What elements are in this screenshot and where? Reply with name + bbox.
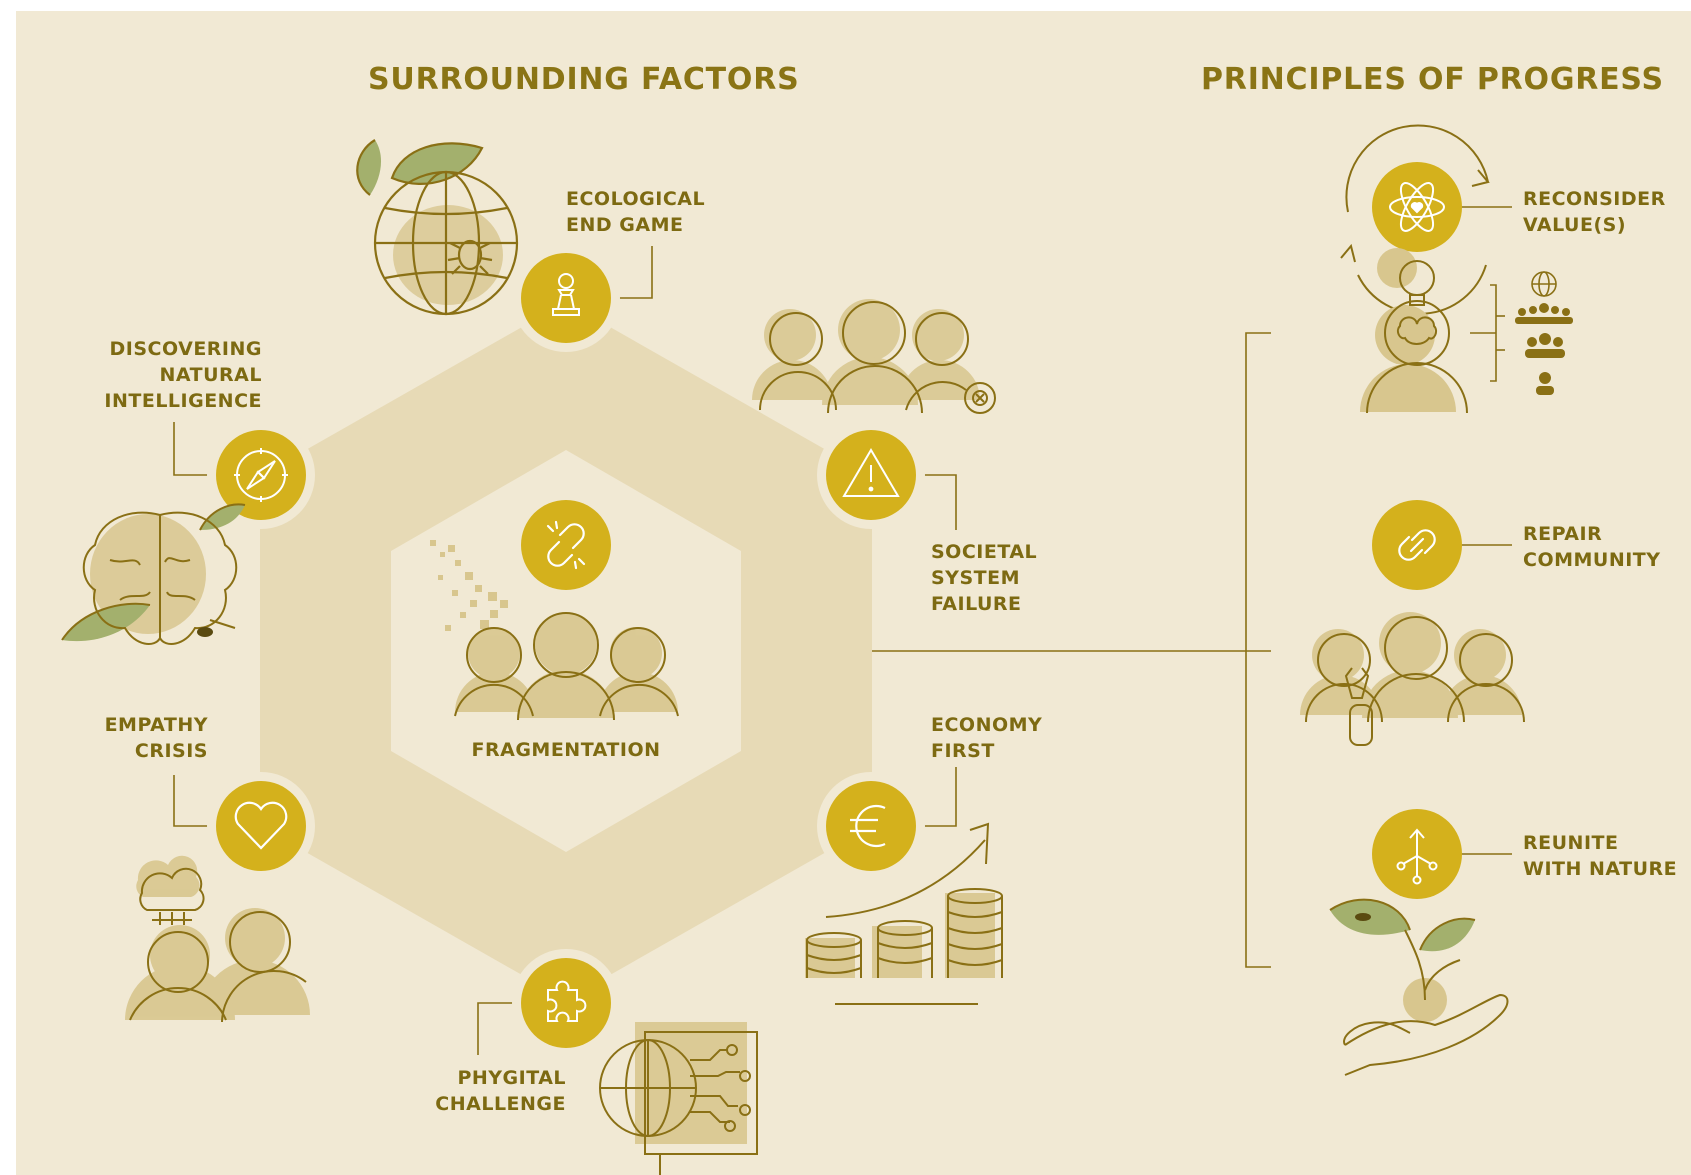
reconsider-label: RECONSIDER VALUE(S) [1523, 188, 1666, 236]
reconsider-node [1340, 124, 1490, 315]
value-person-illustration [1360, 248, 1468, 414]
economy-node [826, 781, 916, 871]
brain-illustration [61, 503, 246, 645]
reunite-label: REUNITE WITH NATURE [1523, 832, 1678, 880]
link-icon [1398, 529, 1436, 561]
heart-icon [234, 801, 288, 850]
fragmentation-label: FRAGMENTATION [471, 739, 661, 761]
empathy-label: EMPATHY CRISIS [104, 714, 208, 762]
natural-intelligence-label: DISCOVERING NATURAL INTELLIGENCE [104, 338, 262, 412]
euro-icon [850, 804, 886, 848]
person-icon [1536, 372, 1554, 395]
value-scale-icons [1515, 271, 1573, 395]
empathy-people-illustration [125, 855, 310, 1023]
principles-of-progress-title: PRINCIPLES OF PROGRESS [1201, 62, 1664, 97]
societal-node [826, 430, 916, 520]
reunite-nature-illustration [1329, 898, 1509, 1076]
globe-leaves-illustration [356, 139, 519, 316]
ecological-label: ECOLOGICAL END GAME [566, 188, 706, 236]
phygital-illustration [599, 1022, 758, 1175]
empathy-node [216, 781, 306, 871]
phygital-node [521, 958, 611, 1048]
repair-label: REPAIR COMMUNITY [1523, 523, 1661, 571]
phygital-label: PHYGITAL CHALLENGE [435, 1067, 566, 1115]
branch-arrow-icon [1396, 828, 1438, 885]
chess-pawn-icon [552, 273, 580, 316]
societal-label: SOCIETAL SYSTEM FAILURE [931, 541, 1038, 615]
small-group-icon [1525, 333, 1565, 358]
puzzle-icon [547, 980, 587, 1022]
repair-community-illustration [1300, 612, 1525, 746]
ecological-node [521, 253, 611, 343]
coins-chart-illustration [805, 822, 1003, 1005]
fragmented-crowd-illustration [430, 540, 679, 721]
striped-crowd-illustration [752, 299, 996, 414]
economy-label: ECONOMY FIRST [931, 714, 1043, 762]
warning-icon [842, 448, 900, 497]
large-group-icon [1515, 303, 1573, 324]
surrounding-factors-title: SURROUNDING FACTORS [368, 62, 800, 97]
fragmentation-node [521, 500, 611, 590]
reunite-node [1372, 809, 1462, 899]
compass-icon [234, 448, 288, 502]
natural-intelligence-node [216, 430, 306, 520]
globe-icon [1531, 271, 1557, 297]
broken-link-icon [546, 520, 586, 570]
repair-node [1372, 500, 1462, 590]
atom-heart-icon [1389, 182, 1445, 232]
